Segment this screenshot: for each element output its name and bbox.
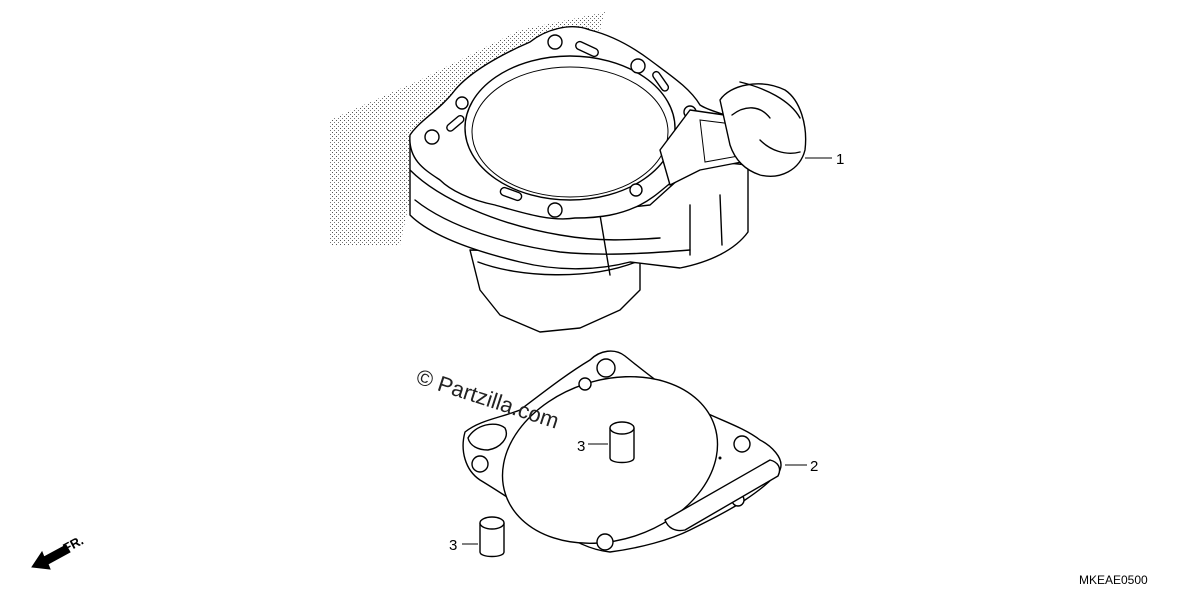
front-direction-indicator: FR. [31,533,86,570]
callout-3-lower[interactable]: 3 [449,537,457,554]
dowel-pin-upper[interactable] [609,421,635,464]
callout-1[interactable]: 1 [836,151,844,168]
callout-2[interactable]: 2 [810,458,818,475]
callout-3-upper[interactable]: 3 [577,438,585,455]
cylinder-shading [330,12,605,245]
dowel-pin-lower[interactable] [479,516,505,558]
diagram-code: MKEAE0500 [1079,573,1148,587]
cylinder-bore [464,55,676,201]
cylinder-block [409,139,749,270]
cylinder-part[interactable] [330,12,807,333]
front-arrow-icon [31,544,71,570]
